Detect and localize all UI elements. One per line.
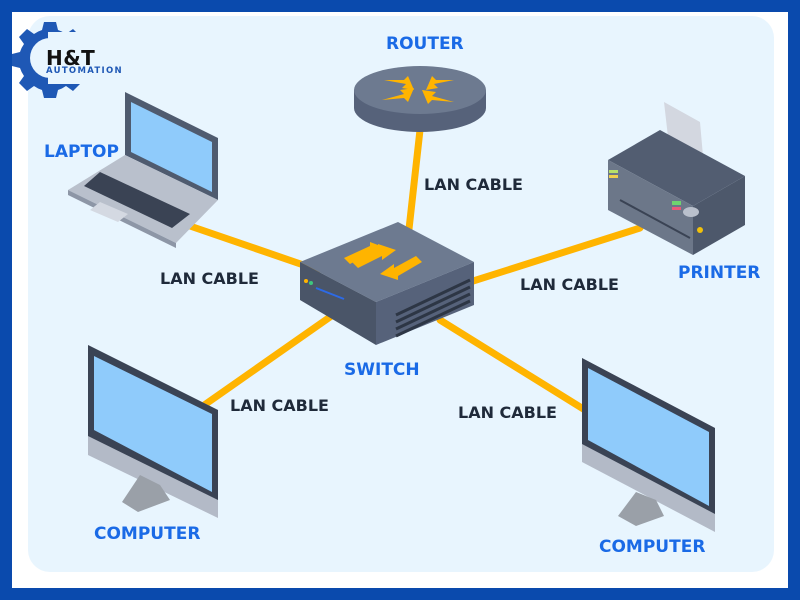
cable-switch-computer-right [436,316,589,414]
logo-title: H&T [46,46,96,70]
cable-label-computer-right: LAN CABLE [458,403,557,422]
printer-icon [608,102,745,255]
computer-left-label: COMPUTER [94,524,201,544]
monitor-icon-right [582,358,715,532]
cable-switch-computer-left [196,306,344,412]
computer-right-label: COMPUTER [599,537,706,557]
router-icon [354,66,486,132]
cable-switch-laptop [186,222,322,274]
router-label: ROUTER [386,34,464,54]
cable-label-laptop: LAN CABLE [160,269,259,288]
cable-label-printer: LAN CABLE [520,275,619,294]
printer-label: PRINTER [678,263,761,283]
cable-switch-router [404,126,424,242]
laptop-label: LAPTOP [44,142,119,162]
switch-icon [300,222,474,345]
logo-subtitle: AUTOMATION [46,66,123,76]
cable-label-computer-left: LAN CABLE [230,396,329,415]
cable-switch-printer [466,224,644,286]
gear-icon [12,22,88,98]
cable-label-router: LAN CABLE [424,175,523,194]
switch-label: SWITCH [344,360,420,380]
cables [186,126,644,414]
laptop-icon [68,92,218,248]
monitor-icon-left [88,345,218,518]
